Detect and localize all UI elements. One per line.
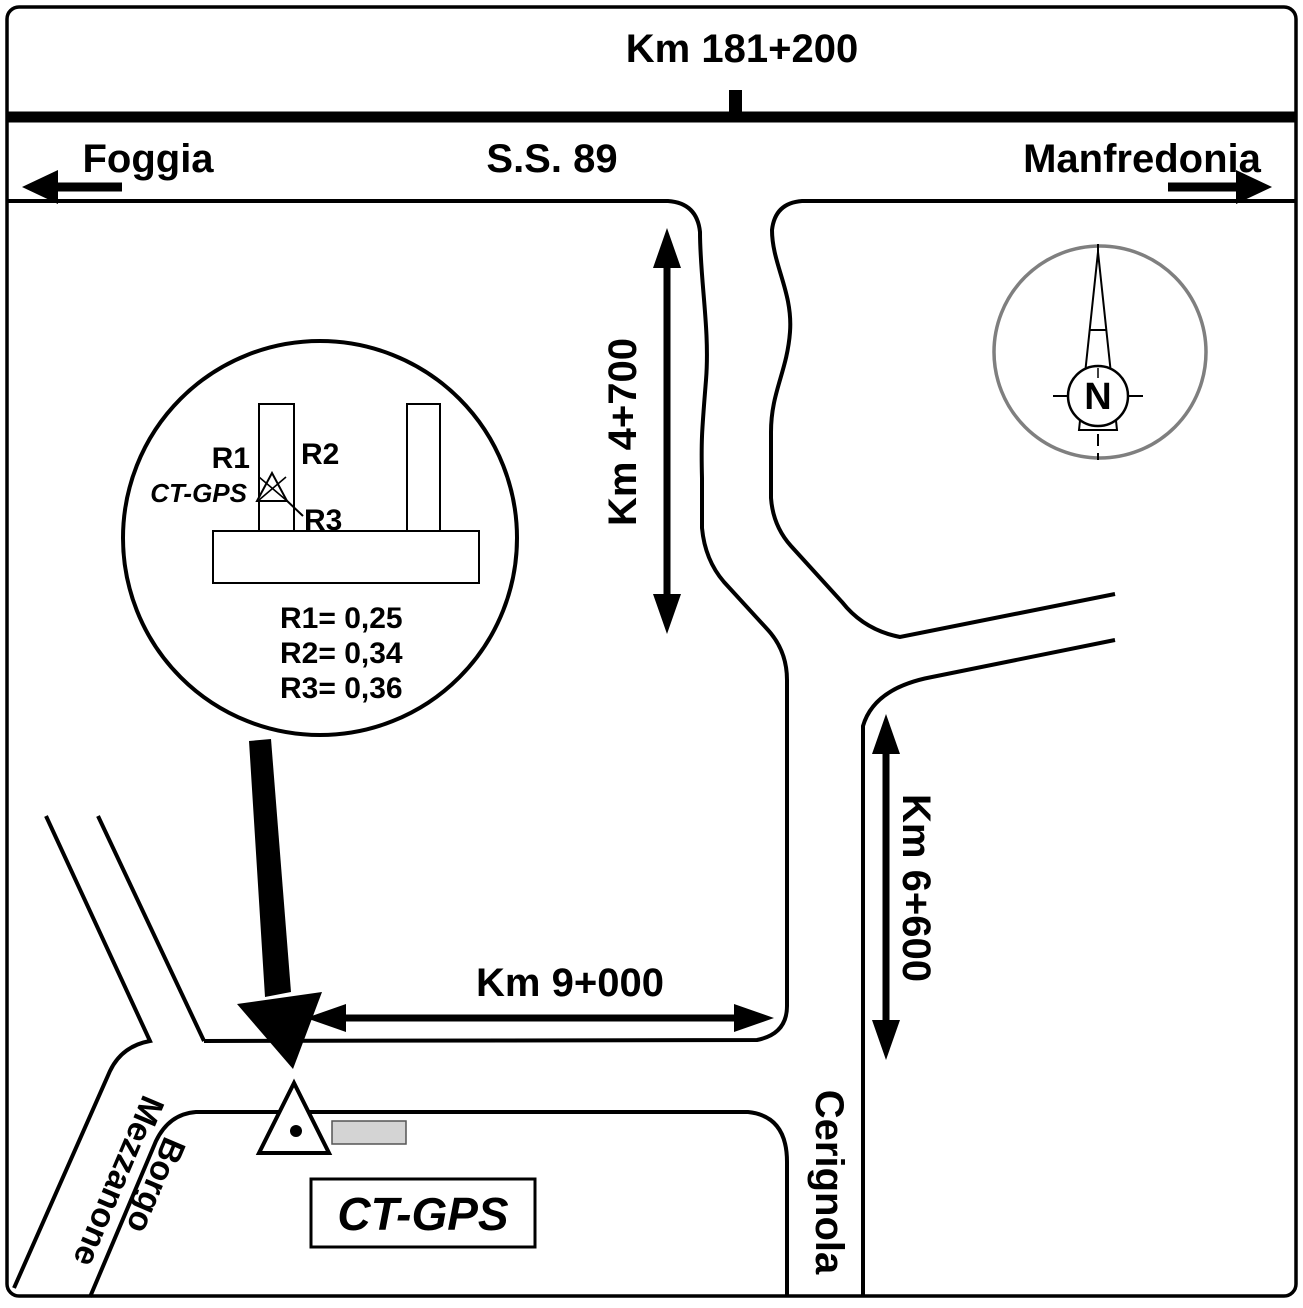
road-south-edge (88, 1110, 789, 1298)
road-ss89-west-edge (8, 199, 789, 1043)
km-marker-label: Km 181+200 (626, 27, 858, 71)
distance-arrows (306, 228, 900, 1060)
compass-north-label: N (1084, 376, 1111, 418)
detail-inset: R1 R2 R3 CT-GPS R1= 0,25 R2= 0,34 R3= 0,… (121, 339, 519, 737)
roads (8, 90, 1295, 1298)
km-marker-tick (729, 90, 742, 120)
direction-arrows (22, 170, 1272, 204)
road-borgo-west-edge (12, 815, 153, 1289)
inset-station-label: CT-GPS (150, 478, 247, 508)
station-dot (290, 1125, 302, 1137)
manfredonia-arrow-icon (1236, 170, 1272, 204)
destination-foggia-label: Foggia (82, 137, 214, 181)
road-branch-south-edge (861, 638, 1116, 1297)
inset-station-cross-icon (258, 476, 287, 501)
pointer-arrow-shaft (249, 739, 291, 997)
inset-base-structure (212, 530, 480, 584)
inset-r2-value: R2= 0,34 (280, 637, 403, 670)
cerignola-label: Cerignola (807, 1090, 851, 1275)
compass: N (992, 244, 1208, 460)
map-border (5, 5, 1298, 1298)
distance-km4700-label: Km 4+700 (601, 338, 645, 526)
distance-km9000-label: Km 9+000 (476, 961, 664, 1005)
pointer-arrow-head (237, 992, 322, 1069)
inset-r3-value: R3= 0,36 (280, 672, 403, 705)
inset-label-r3: R3 (304, 504, 342, 537)
km9000-arrow-head-left (306, 1004, 346, 1032)
km6600-arrow-head-down (872, 1020, 900, 1060)
inset-label-r2: R2 (301, 438, 339, 471)
inset-label-r1: R1 (212, 442, 250, 475)
pointer-arrow (237, 739, 322, 1069)
km9000-arrow-head-right (734, 1004, 774, 1032)
inset-pillar-left (258, 403, 295, 532)
inset-r1-value: R1= 0,25 (280, 602, 403, 635)
building-footprint (331, 1120, 407, 1145)
road-ss89-east-edge (769, 199, 1295, 640)
station-label: CT-GPS (337, 1188, 509, 1240)
station-label-box (309, 1177, 537, 1249)
foggia-arrow-icon (22, 170, 58, 204)
destination-manfredonia-label: Manfredonia (1023, 137, 1262, 181)
distance-km6600-label: Km 6+600 (894, 794, 938, 982)
km4700-arrow-head-down (653, 594, 681, 634)
station-triangle-marker (255, 1078, 333, 1155)
road-borgo-east-edge (96, 815, 206, 1042)
road-name-label: S.S. 89 (486, 137, 617, 181)
inset-pillar-right (406, 403, 441, 532)
km4700-arrow-head-up (653, 228, 681, 268)
km6600-arrow-head-up (872, 714, 900, 754)
station-area: CT-GPS (255, 1078, 537, 1249)
